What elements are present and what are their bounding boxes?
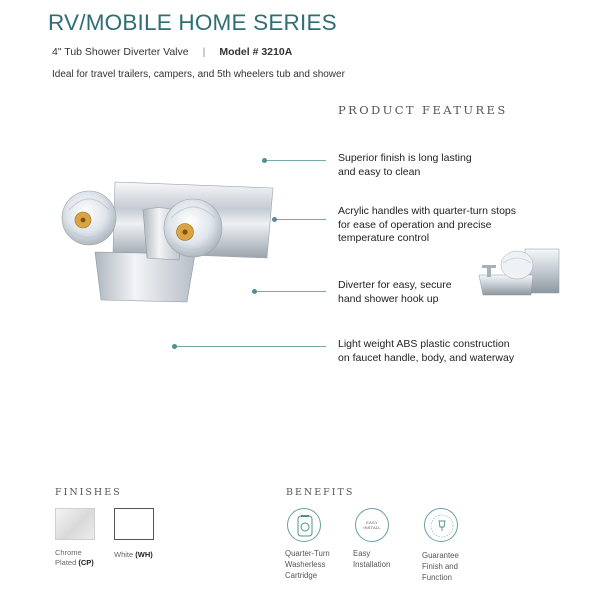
chrome-label: Chrome Plated (CP)	[55, 548, 94, 567]
benefit-label-cartridge: Quarter-Turn Washerless Cartridge	[285, 549, 330, 580]
separator: |	[202, 46, 206, 58]
benefit-label-install: Easy Installation	[353, 549, 391, 569]
feature-leader-1	[262, 158, 326, 163]
leader-dot	[252, 289, 257, 294]
guarantee-icon	[424, 508, 458, 542]
finishes-heading: FINISHES	[55, 487, 122, 498]
chrome-swatch	[55, 508, 95, 540]
faucet-image	[61, 181, 274, 303]
model-number: Model # 3210A	[219, 46, 293, 58]
tagline: Ideal for travel trailers, campers, and …	[52, 69, 345, 80]
cartridge-icon	[287, 508, 321, 542]
product-line: 4" Tub Shower Diverter Valve	[52, 46, 189, 58]
benefits-heading: BENEFITS	[286, 487, 355, 498]
feature-item: Light weight ABS plastic construction on…	[338, 338, 515, 364]
white-swatch	[114, 508, 154, 540]
diverter-faucet-image	[478, 248, 560, 296]
feature-leader-2	[272, 217, 326, 222]
features-heading: PRODUCT FEATURES	[338, 103, 508, 117]
leader-dot	[172, 344, 177, 349]
leader-dot	[272, 217, 277, 222]
leader-dot	[262, 158, 267, 163]
easy-install-icon: EASY INSTALL	[355, 508, 389, 542]
white-label: White (WH)	[114, 550, 153, 559]
benefit-label-guarantee: Guarantee Finish and Function	[422, 551, 459, 582]
product-subline: 4" Tub Shower Diverter Valve | Model # 3…	[52, 46, 292, 58]
feature-item: Acrylic handles with quarter-turn stops …	[338, 205, 516, 244]
feature-item: Superior finish is long lasting and easy…	[338, 152, 472, 178]
feature-leader-4	[172, 344, 326, 349]
page-title: RV/MOBILE HOME SERIES	[48, 10, 337, 35]
feature-leader-3	[252, 289, 326, 294]
feature-item: Diverter for easy, secure hand shower ho…	[338, 279, 452, 305]
